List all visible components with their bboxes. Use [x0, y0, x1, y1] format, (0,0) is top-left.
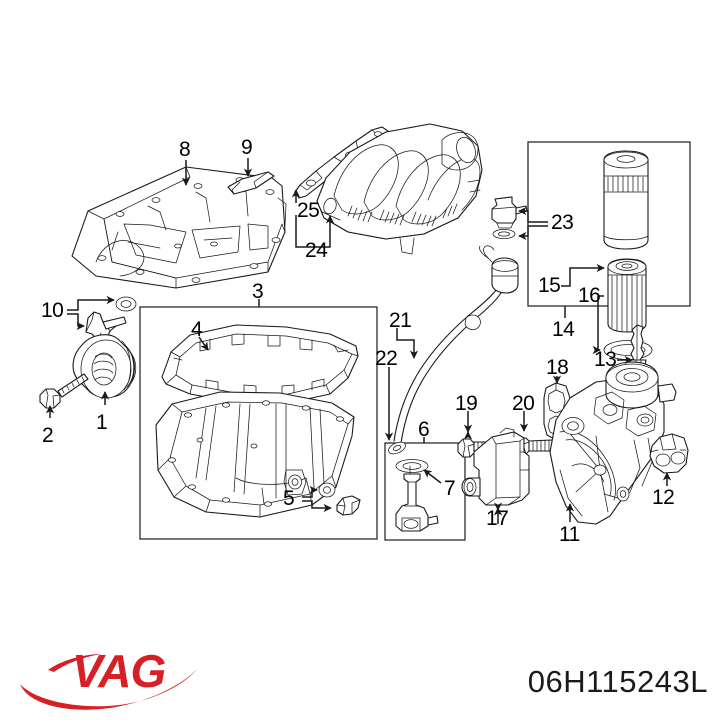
callout-17: 17 [486, 507, 509, 530]
callout-6: 6 [418, 418, 430, 441]
part-oil-pan-gasket [161, 324, 359, 405]
callout-16: 16 [578, 284, 601, 307]
part-drain-plug-washer [318, 482, 336, 498]
part-oil-pan [155, 391, 355, 518]
part-number: 06H115243L [527, 664, 708, 699]
callout-5: 5 [283, 487, 295, 510]
brand-name: VAG [72, 645, 166, 697]
callout-24: 24 [305, 239, 328, 262]
part-drain-plug [336, 495, 361, 516]
callout-13: 13 [594, 348, 617, 371]
callout-10: 10 [41, 299, 64, 322]
part-crank-position-sensor [85, 296, 137, 342]
callout-21: 21 [389, 309, 412, 332]
callout-1: 1 [96, 411, 108, 434]
part-intake-manifold [316, 123, 483, 255]
part-oil-cooler [461, 427, 530, 506]
part-pulley-bolt [39, 373, 89, 409]
callout-14: 14 [552, 318, 575, 341]
leader-lines [45, 158, 672, 524]
callout-22: 22 [375, 347, 398, 370]
part-upper-oil-pan [71, 166, 287, 289]
callout-3: 3 [252, 280, 264, 303]
part-oil-filter-element [607, 258, 647, 333]
callout-20: 20 [512, 392, 535, 415]
callout-9: 9 [241, 136, 253, 159]
footer-bar: VAG 06H115243L [0, 640, 720, 720]
callout-19: 19 [455, 392, 478, 415]
callout-25: 25 [297, 199, 320, 222]
callout-15: 15 [538, 274, 561, 297]
part-crankshaft-pulley [72, 334, 137, 399]
callout-12: 12 [652, 486, 675, 509]
part-oil-pump-bracket [549, 361, 677, 525]
part-dipstick-tube [388, 245, 519, 455]
vag-logo-swoosh [20, 654, 198, 710]
callout-4: 4 [191, 318, 203, 341]
callout-8: 8 [179, 138, 191, 161]
callout-7: 7 [444, 477, 456, 500]
part-oil-level-sensor [395, 459, 439, 532]
callout-11: 11 [559, 523, 580, 546]
part-oil-pan-dowel [227, 171, 275, 195]
part-oil-pump-seal [649, 433, 689, 474]
part-oil-filter-cap [603, 150, 649, 250]
callout-2: 2 [42, 424, 54, 447]
callout-18: 18 [546, 356, 569, 379]
callout-23: 23 [551, 211, 574, 234]
part-oil-pressure-switch [491, 196, 528, 239]
